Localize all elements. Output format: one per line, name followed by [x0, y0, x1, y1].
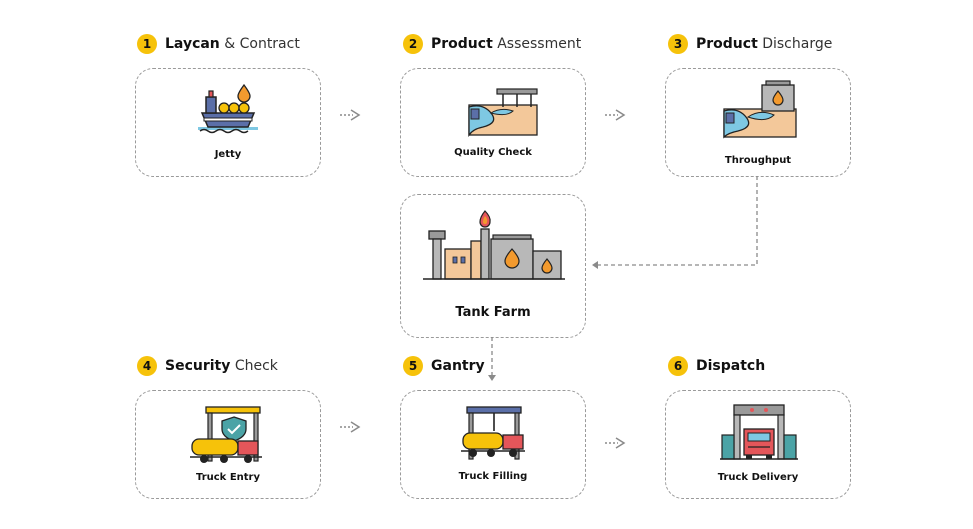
jetty-ship-icon [198, 83, 258, 134]
truck-delivery-icon [720, 404, 798, 460]
arrow-5-to-6-icon [605, 437, 626, 449]
throughput-card[interactable]: Throughput [665, 68, 851, 177]
truck-entry-card[interactable]: Truck Entry [135, 390, 321, 499]
jetty-label: Jetty [214, 149, 242, 160]
tank-farm-label: Tank Farm [455, 305, 531, 320]
quality-check-card[interactable]: Quality Check [400, 68, 586, 177]
connector-throughput-to-tank-farm [598, 176, 758, 266]
tank-farm-icon [423, 210, 565, 280]
step-5-badge: 5 [403, 356, 423, 376]
connector-arrowhead-down-icon [488, 375, 496, 381]
arrow-2-to-3-icon [605, 109, 626, 121]
truck-entry-label: Truck Entry [195, 472, 260, 483]
step-1-badge: 1 [137, 34, 157, 54]
step-4-title: 4 Security Check [137, 356, 278, 376]
step-6-title: 6 Dispatch [668, 356, 765, 376]
tank-farm-card[interactable]: Tank Farm [400, 194, 586, 338]
step-2-title: 2 Product Assessment [403, 34, 581, 54]
quality-check-label: Quality Check [454, 147, 532, 158]
step-3-badge: 3 [668, 34, 688, 54]
throughput-label: Throughput [724, 155, 792, 166]
step-6-badge: 6 [668, 356, 688, 376]
truck-filling-card[interactable]: Truck Filling [400, 390, 586, 499]
connector-arrowhead-left-icon [592, 261, 598, 269]
truck-entry-icon [190, 406, 262, 463]
truck-delivery-label: Truck Delivery [717, 472, 799, 483]
truck-delivery-card[interactable]: Truck Delivery [665, 390, 851, 499]
step-1-title: 1 Laycan & Contract [137, 34, 300, 54]
step-5-title: 5 Gantry [403, 356, 485, 376]
truck-filling-icon [461, 406, 525, 460]
jetty-card[interactable]: Jetty [135, 68, 321, 177]
arrow-4-to-5-icon [340, 421, 361, 433]
step-3-title: 3 Product Discharge [668, 34, 832, 54]
step-2-badge: 2 [403, 34, 423, 54]
throughput-icon [723, 80, 797, 139]
step-4-badge: 4 [137, 356, 157, 376]
quality-check-icon [468, 88, 538, 137]
arrow-1-to-2-icon [340, 109, 361, 121]
truck-filling-label: Truck Filling [458, 471, 528, 482]
